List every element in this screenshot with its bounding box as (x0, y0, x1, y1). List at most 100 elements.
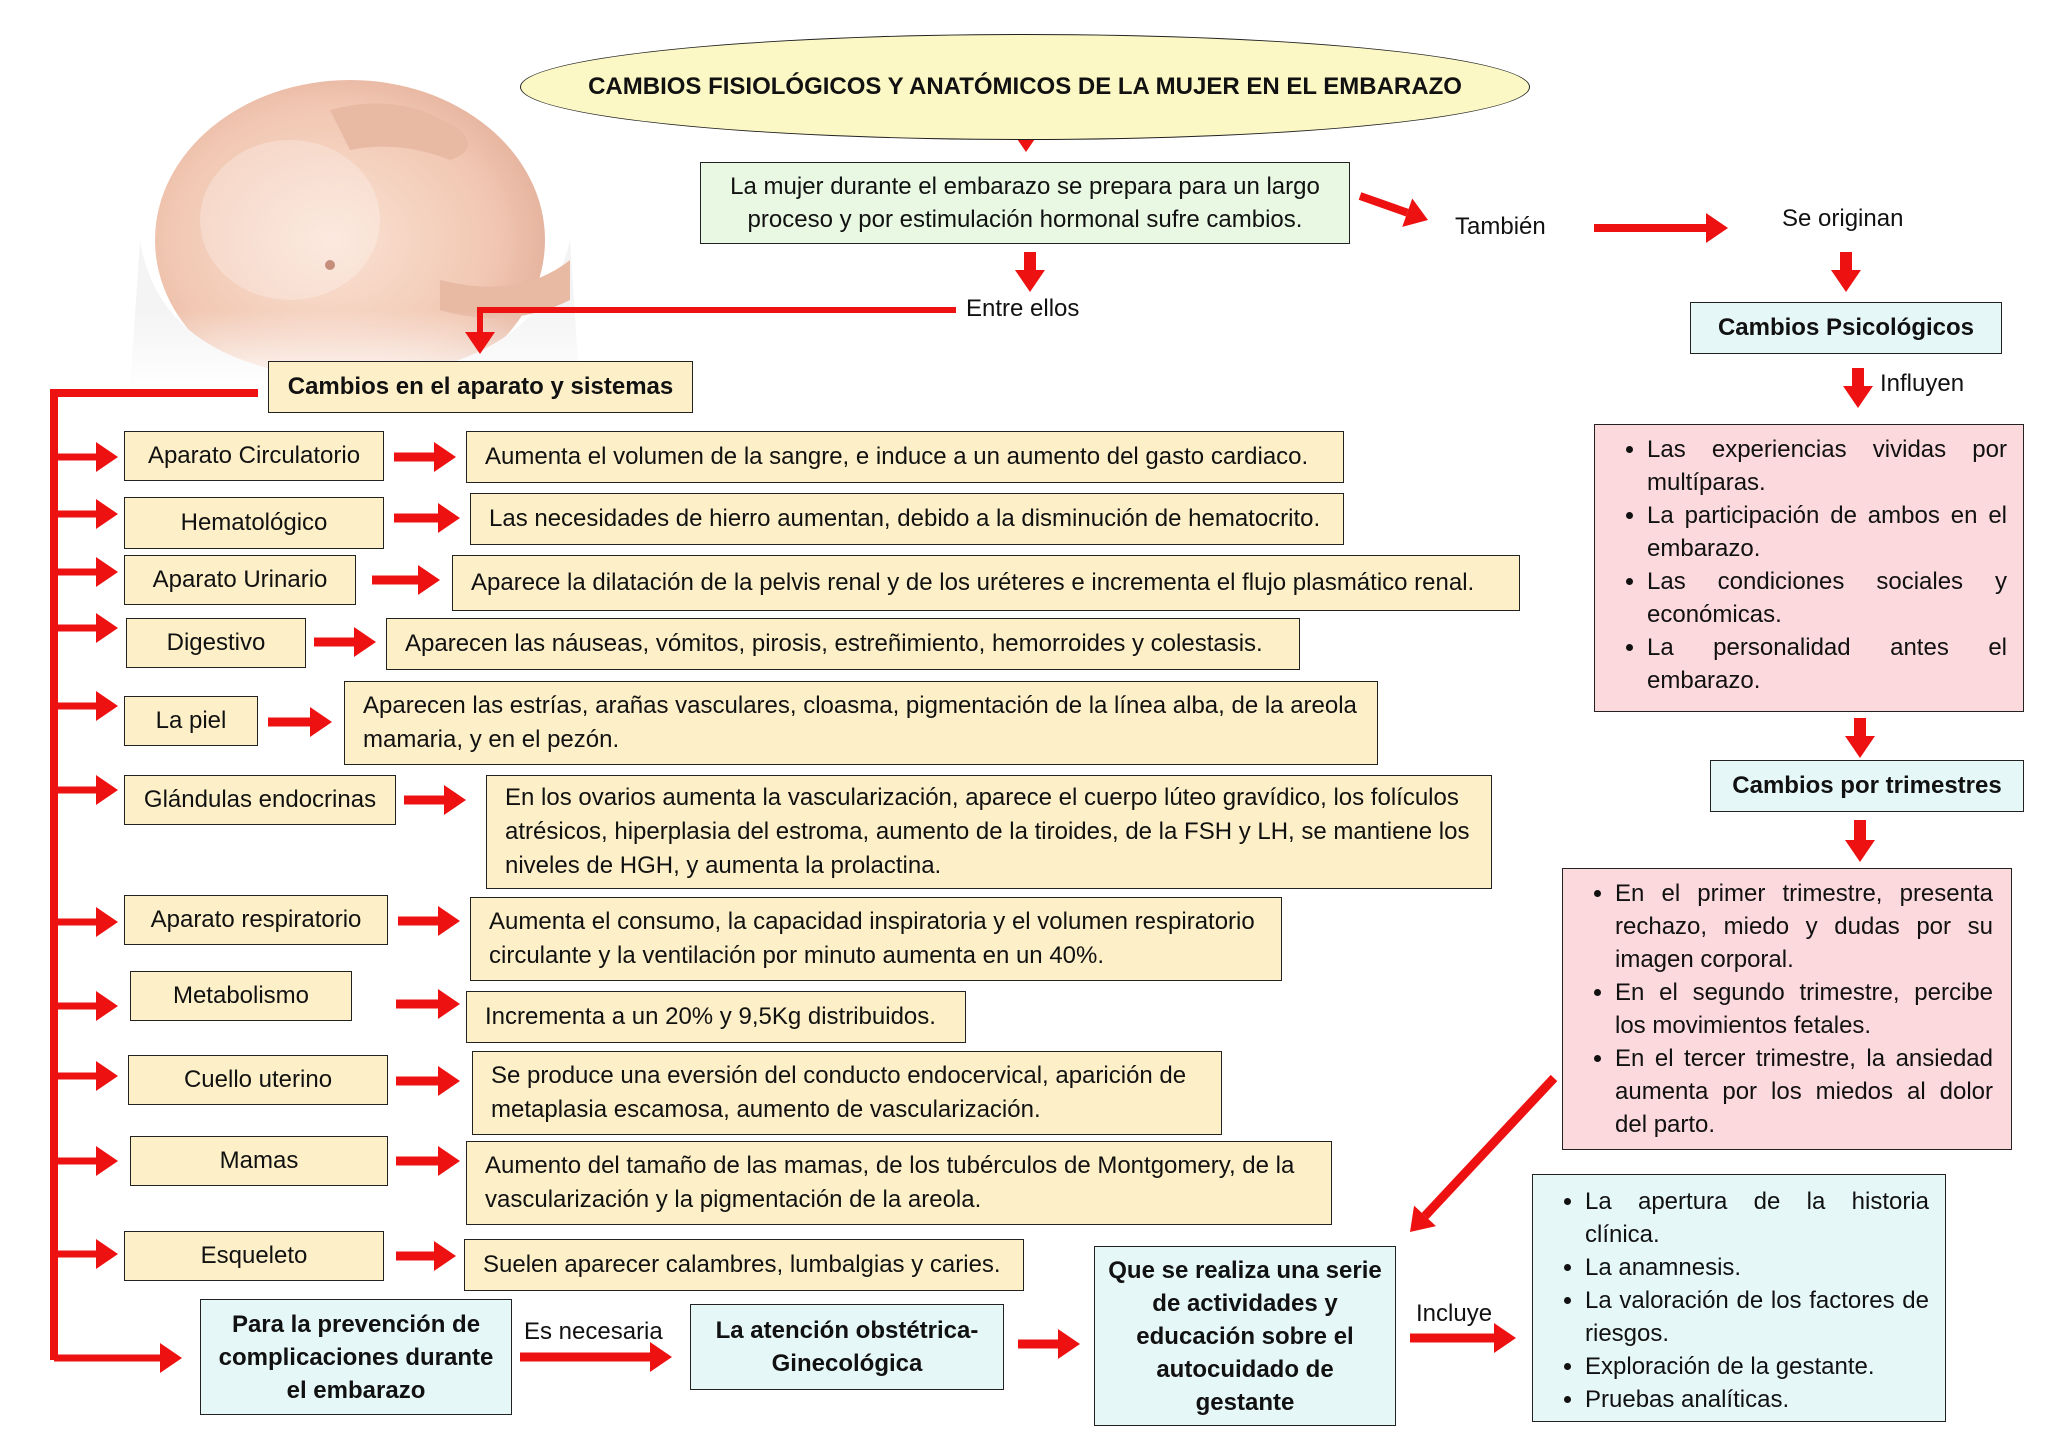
actividades-text: Que se realiza una serie de actividades … (1108, 1256, 1382, 1416)
arrow-cat-to-desc-8 (396, 1066, 460, 1096)
arrow-cat-to-desc-1 (394, 503, 460, 533)
system-name-metabolismo: Metabolismo (130, 971, 352, 1021)
incluye-box: La apertura de la historia clínica.La an… (1532, 1174, 1946, 1422)
system-desc-digestivo: Aparecen las náuseas, vómitos, pirosis, … (386, 618, 1300, 670)
system-name-text: Aparato respiratorio (150, 906, 362, 933)
arrow-branch-4 (54, 691, 118, 721)
arrow-atencion-to-actividades (1018, 1329, 1080, 1359)
prevention-box: Para la prevención de complicaciones dur… (200, 1299, 512, 1415)
system-name-text: Mamas (219, 1147, 299, 1174)
psych-item: La participación de ambos en el embarazo… (1647, 499, 2007, 565)
incluye-item: La apertura de la historia clínica. (1585, 1185, 1929, 1251)
system-name-text: Hematológico (180, 509, 328, 536)
trim-item: En el primer trimestre, presenta rechazo… (1615, 877, 1993, 976)
arrow-branch-11 (54, 1343, 182, 1373)
system-desc-text: Se produce una eversión del conducto end… (491, 1062, 1187, 1123)
arrow-cat-to-desc-10 (396, 1241, 456, 1271)
arrow-trim-to-list (1845, 820, 1875, 862)
system-desc-text: Aparecen las estrías, arañas vasculares,… (363, 692, 1357, 753)
arrow-trim-to-actividades (1410, 1074, 1558, 1232)
system-name-cuello-uterino: Cuello uterino (128, 1055, 388, 1105)
intro-text: La mujer durante el embarazo se prepara … (730, 173, 1320, 233)
arrow-branch-3 (54, 613, 118, 643)
incluye-item: Pruebas analíticas. (1585, 1383, 1929, 1416)
page-title: CAMBIOS FISIOLÓGICOS Y ANATÓMICOS DE LA … (588, 73, 1462, 100)
intro-box: La mujer durante el embarazo se prepara … (700, 162, 1350, 244)
systems-header: Cambios en el aparato y sistemas (287, 373, 674, 400)
system-name-respiratorio: Aparato respiratorio (124, 895, 388, 945)
line-entre-ellos (477, 307, 956, 338)
trim-header: Cambios por trimestres (1732, 772, 2002, 799)
psych-item: Las condiciones sociales y económicas. (1647, 565, 2007, 631)
system-name-text: Esqueleto (200, 1242, 308, 1269)
system-name-endocrinas: Glándulas endocrinas (124, 775, 396, 825)
arrow-cat-to-desc-2 (372, 565, 440, 595)
line-systems-spine (50, 389, 258, 1360)
incluye-item: La anamnesis. (1585, 1251, 1929, 1284)
arrow-cat-to-desc-9 (396, 1146, 460, 1176)
system-desc-text: Aumento del tamaño de las mamas, de los … (485, 1152, 1295, 1213)
arrow-cat-to-desc-4 (268, 707, 332, 737)
arrow-branch-0 (54, 442, 118, 472)
arrow-cat-to-desc-7 (396, 989, 460, 1019)
system-name-piel: La piel (124, 696, 258, 746)
actividades-box: Que se realiza una serie de actividades … (1094, 1246, 1396, 1426)
system-name-text: Aparato Circulatorio (147, 442, 361, 469)
system-name-text: Cuello uterino (183, 1066, 333, 1093)
trim-list: En el primer trimestre, presenta rechazo… (1563, 877, 1993, 1141)
system-desc-text: Incrementa a un 20% y 9,5Kg distribuidos… (485, 1003, 936, 1030)
trim-header-box: Cambios por trimestres (1710, 760, 2024, 812)
arrow-branch-1 (54, 499, 118, 529)
incluye-item: La valoración de los factores de riesgos… (1585, 1284, 1929, 1350)
arrow-intro-to-tambien (1358, 192, 1428, 227)
arrow-intro-down (1015, 252, 1045, 292)
system-desc-mamas: Aumento del tamaño de las mamas, de los … (466, 1141, 1332, 1225)
arrow-cat-to-desc-3 (314, 627, 376, 657)
system-desc-text: Las necesidades de hierro aumentan, debi… (489, 505, 1321, 532)
label-es-necesaria: Es necesaria (524, 1318, 663, 1345)
arrow-prevention-to-atencion (520, 1342, 672, 1372)
arrow-actividades-to-incluye (1410, 1323, 1516, 1353)
arrow-branch-10 (54, 1239, 118, 1269)
psych-header-box: Cambios Psicológicos (1690, 302, 2002, 354)
system-name-esqueleto: Esqueleto (124, 1231, 384, 1281)
systems-header-box: Cambios en el aparato y sistemas (268, 361, 693, 413)
psych-box: Las experiencias vividas por multíparas.… (1594, 424, 2024, 712)
arrow-originan-to-psych (1831, 252, 1861, 292)
system-name-hematologico: Hematológico (124, 497, 384, 549)
arrow-cat-to-desc-0 (394, 442, 456, 472)
system-desc-text: Aparecen las náuseas, vómitos, pirosis, … (405, 630, 1263, 657)
psych-list: Las experiencias vividas por multíparas.… (1595, 433, 2007, 697)
incluye-item: Exploración de la gestante. (1585, 1350, 1929, 1383)
system-name-urinario: Aparato Urinario (124, 555, 356, 605)
label-entre-ellos: Entre ellos (966, 295, 1080, 322)
prevention-text: Para la prevención de complicaciones dur… (218, 1310, 494, 1404)
arrow-branch-5 (54, 775, 118, 805)
label-influyen: Influyen (1880, 370, 1965, 397)
arrow-branch-2 (54, 557, 118, 587)
arrow-psych-to-trim (1845, 718, 1875, 758)
system-name-mamas: Mamas (130, 1136, 388, 1186)
trim-box: En el primer trimestre, presenta rechazo… (1562, 868, 2012, 1150)
system-desc-esqueleto: Suelen aparecer calambres, lumbalgias y … (464, 1239, 1024, 1291)
system-name-digestivo: Digestivo (126, 618, 306, 668)
arrow-psych-to-list (1843, 368, 1873, 408)
system-name-circulatorio: Aparato Circulatorio (124, 431, 384, 481)
system-desc-text: Aumenta el consumo, la capacidad inspira… (489, 908, 1255, 969)
system-name-text: La piel (155, 707, 227, 734)
arrow-branch-6 (54, 907, 118, 937)
label-se-originan: Se originan (1782, 205, 1904, 232)
system-desc-circulatorio: Aumenta el volumen de la sangre, e induc… (466, 431, 1344, 483)
psych-item: La personalidad antes el embarazo. (1647, 631, 2007, 697)
system-desc-respiratorio: Aumenta el consumo, la capacidad inspira… (470, 897, 1282, 981)
arrow-branch-7 (54, 991, 118, 1021)
arrow-branch-9 (54, 1146, 118, 1176)
system-desc-cuello-uterino: Se produce una eversión del conducto end… (472, 1051, 1222, 1135)
label-tambien: También (1455, 213, 1546, 240)
arrow-to-systems-header (465, 316, 495, 354)
system-desc-metabolismo: Incrementa a un 20% y 9,5Kg distribuidos… (466, 991, 966, 1043)
arrow-tambien-to-originan (1594, 213, 1728, 243)
system-desc-text: En los ovarios aumenta la vascularizació… (505, 784, 1470, 879)
system-desc-text: Aumenta el volumen de la sangre, e induc… (485, 443, 1309, 470)
